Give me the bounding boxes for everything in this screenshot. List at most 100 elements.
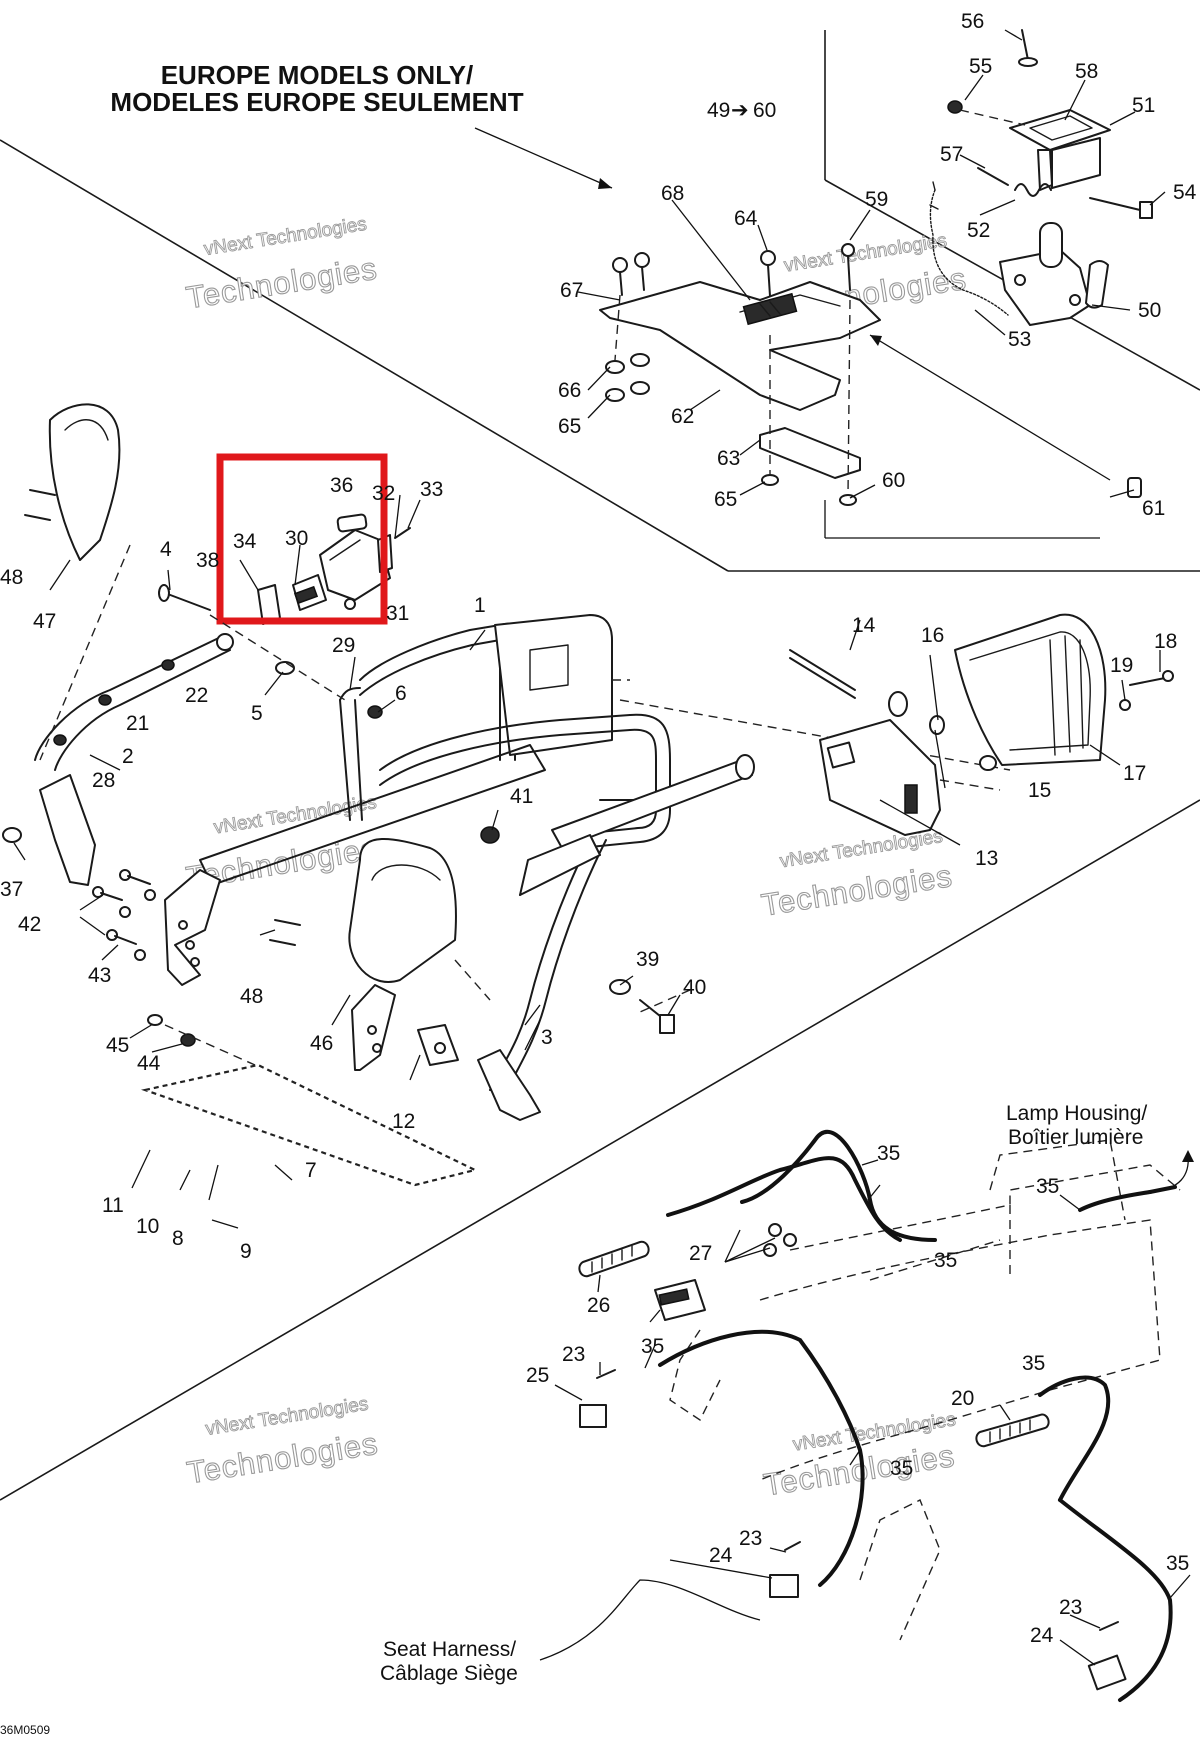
callout-32: 32 [372, 482, 395, 505]
callout-18: 18 [1154, 630, 1177, 653]
watermark-text: Technologies [184, 251, 380, 316]
callout-53: 53 [1008, 328, 1031, 351]
callout-35: 35 [1022, 1352, 1045, 1375]
callout-35: 35 [934, 1249, 957, 1272]
highlight-box [216, 453, 388, 625]
callout-25: 25 [526, 1364, 549, 1387]
callout-36: 36 [330, 474, 353, 497]
callout-3: 3 [541, 1026, 553, 1049]
callout-48: 48 [240, 985, 263, 1008]
callout-6: 6 [395, 682, 407, 705]
callout-33: 33 [420, 478, 443, 501]
callout-26: 26 [587, 1294, 610, 1317]
caption-lamp-housing-line2: Boîtier lumière [1008, 1126, 1143, 1149]
callout-10: 10 [136, 1215, 159, 1238]
callout-61: 61 [1142, 497, 1165, 520]
callout-63: 63 [717, 447, 740, 470]
seat-frame [2, 403, 1011, 1187]
callout-66: 66 [558, 379, 581, 402]
callout-57: 57 [940, 143, 963, 166]
callout-64: 64 [734, 207, 758, 230]
callout-58: 58 [1075, 60, 1098, 83]
callout-60: 60 [882, 469, 905, 492]
range-end: 60 [753, 99, 776, 122]
callout-28: 28 [92, 769, 115, 792]
callout-48: 48 [0, 566, 23, 589]
callout-5: 5 [251, 702, 263, 725]
callout-34: 34 [233, 530, 257, 553]
callouts: 1 2 3 4 5 6 7 8 9 10 11 12 13 14 15 16 1… [0, 10, 1197, 1647]
callout-23: 23 [562, 1343, 585, 1366]
range-label: 49 ➔ 60 [707, 99, 776, 122]
callout-65: 65 [714, 488, 737, 511]
drawing-code: 36M0509 [0, 1723, 50, 1737]
callout-41: 41 [510, 785, 533, 808]
callout-8: 8 [172, 1227, 184, 1250]
callout-44: 44 [137, 1052, 161, 1075]
leader-lines [13, 29, 1191, 1666]
heading-europe-line2: MODELES EUROPE SEULEMENT [110, 87, 523, 117]
callout-51: 51 [1132, 94, 1155, 117]
callout-30: 30 [285, 527, 308, 550]
callout-52: 52 [967, 219, 990, 242]
callout-67: 67 [560, 279, 583, 302]
callout-62: 62 [671, 405, 694, 428]
callout-23: 23 [739, 1527, 762, 1550]
callout-24: 24 [1030, 1624, 1054, 1647]
callout-45: 45 [106, 1034, 129, 1057]
callout-46: 46 [310, 1032, 333, 1055]
seat-harness [539, 1129, 1194, 1702]
tail-light-group [789, 613, 1174, 836]
section-borders [0, 30, 1200, 1501]
callout-19: 19 [1110, 654, 1133, 677]
callout-35: 35 [1166, 1552, 1189, 1575]
callout-68: 68 [661, 182, 684, 205]
europe-bracket-assembly [599, 29, 1153, 539]
callout-31: 31 [386, 602, 409, 625]
callout-40: 40 [683, 976, 706, 999]
callout-13: 13 [975, 847, 998, 870]
callout-4: 4 [160, 538, 172, 561]
callout-20: 20 [951, 1387, 974, 1410]
callout-43: 43 [88, 964, 111, 987]
callout-7: 7 [305, 1159, 317, 1182]
watermark-text: vNext Technologies [203, 214, 369, 260]
callout-42: 42 [18, 913, 41, 936]
callout-11: 11 [102, 1194, 124, 1217]
callout-65: 65 [558, 415, 581, 438]
callout-23: 23 [1059, 1596, 1082, 1619]
callout-15: 15 [1028, 779, 1051, 802]
callout-16: 16 [921, 624, 944, 647]
callout-2: 2 [122, 745, 134, 768]
callout-59: 59 [865, 188, 888, 211]
callout-37: 37 [0, 878, 23, 901]
range-start: 49 [707, 99, 730, 122]
callout-17: 17 [1123, 762, 1146, 785]
callout-27: 27 [689, 1242, 712, 1265]
callout-24: 24 [709, 1544, 733, 1567]
callout-21: 21 [126, 712, 149, 735]
callout-35: 35 [890, 1457, 913, 1480]
callout-12: 12 [392, 1110, 415, 1133]
callout-1: 1 [474, 594, 486, 617]
callout-35: 35 [641, 1335, 664, 1358]
callout-22: 22 [185, 684, 208, 707]
caption-seat-harness-line1: Seat Harness/ [383, 1638, 516, 1661]
callout-54: 54 [1173, 181, 1197, 204]
callout-56: 56 [961, 10, 984, 33]
callout-14: 14 [852, 614, 876, 637]
callout-50: 50 [1138, 299, 1161, 322]
caption-seat-harness-line2: Câblage Siège [380, 1662, 518, 1685]
callout-29: 29 [332, 634, 355, 657]
callout-35: 35 [1036, 1175, 1059, 1198]
callout-55: 55 [969, 55, 992, 78]
heading-europe-line1: EUROPE MODELS ONLY/ [161, 60, 474, 90]
callout-39: 39 [636, 948, 659, 971]
callout-35: 35 [877, 1142, 900, 1165]
caption-lamp-housing-line1: Lamp Housing/ [1006, 1102, 1147, 1125]
callout-38: 38 [196, 549, 219, 572]
range-arrow-icon: ➔ [731, 99, 749, 122]
callout-47: 47 [33, 610, 56, 633]
callout-9: 9 [240, 1240, 252, 1263]
